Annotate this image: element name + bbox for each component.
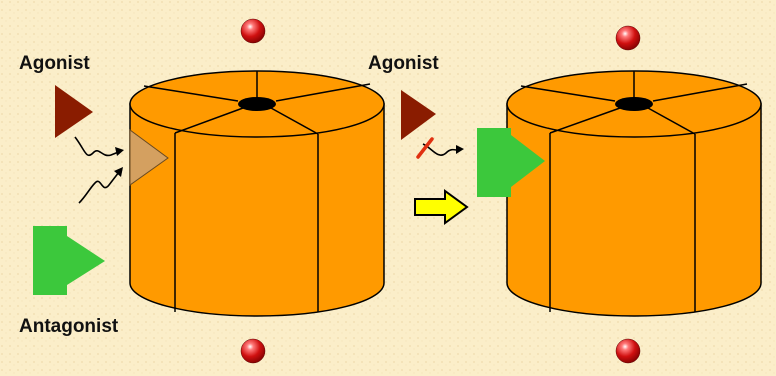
agonist-triangle-right-icon: [401, 90, 436, 140]
binding-site-triangle-icon: [129, 129, 169, 186]
ion-channel-right: [506, 70, 762, 317]
ion-bottom-left-icon: [240, 338, 266, 364]
antagonist-triangle-bound-icon: [511, 135, 545, 187]
ion-top-left-icon: [240, 18, 266, 44]
agonist-path-squiggle: [74, 136, 122, 157]
antagonist-square-bound-icon: [477, 128, 511, 197]
antagonist-arrowhead-icon: [114, 167, 123, 177]
transition-arrow-icon: [414, 189, 469, 225]
blocked-cross-mark-icon: [416, 137, 434, 159]
antagonist-square-left-icon: [33, 226, 67, 295]
channel-pore-right: [615, 97, 653, 111]
antagonist-triangle-left-icon: [67, 236, 105, 285]
ion-top-right-icon: [615, 25, 641, 51]
agonist-triangle-left-icon: [55, 85, 93, 138]
channel-pore-left: [238, 97, 276, 111]
antagonist-label: Antagonist: [19, 316, 119, 337]
agonist-arrowhead-icon: [115, 147, 124, 156]
agonist-label-left: Agonist: [19, 53, 90, 74]
antagonist-path-squiggle: [78, 171, 120, 204]
agonist-label-right: Agonist: [368, 53, 439, 74]
blocked-agonist-arrowhead-icon: [456, 145, 464, 154]
ion-channel-left: [129, 70, 385, 317]
ion-bottom-right-icon: [615, 338, 641, 364]
